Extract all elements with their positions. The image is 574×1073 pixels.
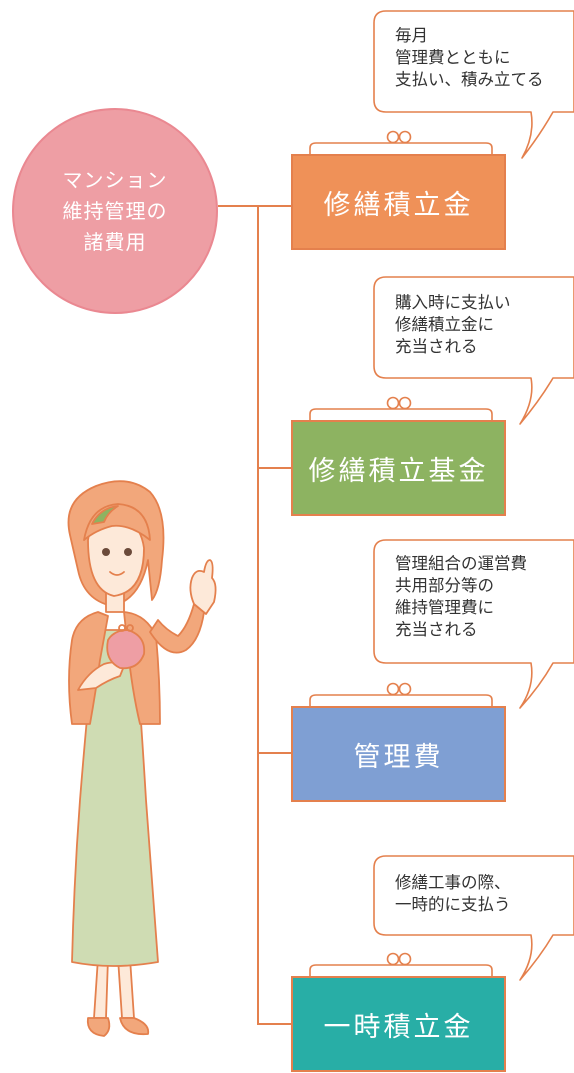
fund-box-repair-reserve: 修繕積立金 <box>291 154 506 250</box>
note-2: 購入時に支払い 修繕積立金に 充当される <box>395 293 511 356</box>
clasp-4 <box>309 952 493 976</box>
root-node-circle: マンション 維持管理の 諸費用 <box>12 108 218 314</box>
connector-branch-4 <box>257 1023 293 1025</box>
fund-box-temporary-reserve: 一時積立金 <box>291 976 506 1072</box>
connector-branch-1 <box>257 205 293 207</box>
speech-bubble-3 <box>373 539 574 709</box>
speech-bubble-1 <box>373 10 574 159</box>
speech-bubble-2 <box>373 276 574 425</box>
fund-label-temporary-reserve: 一時積立金 <box>323 1011 474 1043</box>
connector-root <box>218 205 258 207</box>
note-3: 管理組合の運営費 共用部分等の 維持管理費に 充当される <box>395 554 527 639</box>
note-1: 毎月 管理費とともに 支払い、積み立てる <box>395 26 544 89</box>
woman-illustration <box>67 480 217 1037</box>
fund-label-repair-reserve-base: 修繕積立基金 <box>308 455 489 487</box>
root-node-label: マンション 維持管理の 諸費用 <box>62 167 168 254</box>
connector-trunk <box>257 205 259 1025</box>
fund-box-management-fee: 管理費 <box>291 706 506 802</box>
note-4: 修繕工事の際、 一時的に支払う <box>395 873 511 914</box>
fund-label-repair-reserve: 修繕積立金 <box>323 189 474 221</box>
fund-box-repair-reserve-base: 修繕積立基金 <box>291 420 506 516</box>
fund-label-management-fee: 管理費 <box>353 741 444 773</box>
clasp-2 <box>309 396 493 420</box>
connector-branch-2 <box>257 467 293 469</box>
speech-bubble-4 <box>373 855 574 981</box>
clasp-1 <box>309 130 493 154</box>
connector-branch-3 <box>257 752 293 754</box>
clasp-3 <box>309 682 493 706</box>
